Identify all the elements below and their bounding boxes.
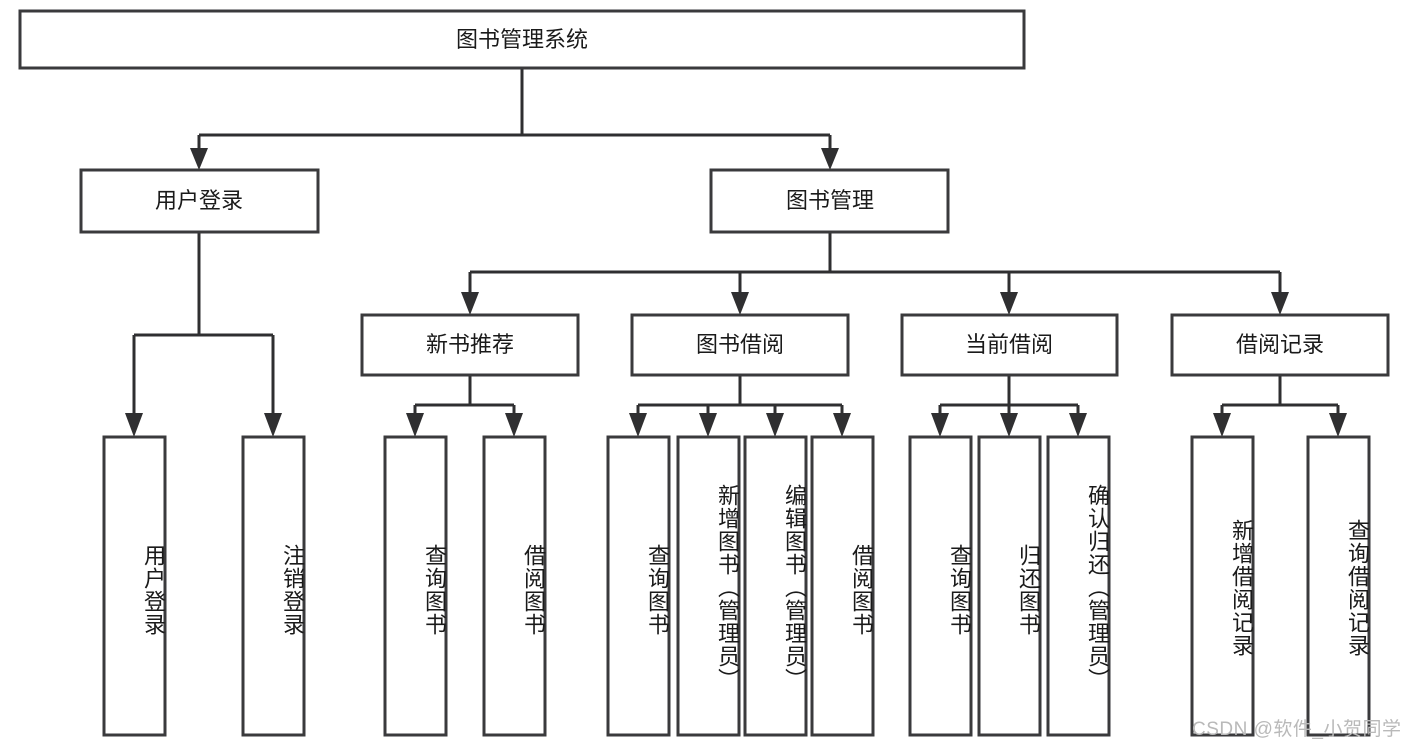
arrow-book-c4 (1271, 292, 1289, 315)
node-borrow-record[interactable]: 借阅记录 (1170, 313, 1390, 377)
arrow-borrow-l2 (699, 413, 717, 437)
arrow-record-l1 (1213, 413, 1231, 437)
leaf-box-user-login-1[interactable] (241, 435, 306, 737)
leaf-box-new-book-0[interactable] (383, 435, 448, 737)
node-book-borrow-label: 图书借阅 (696, 332, 784, 357)
node-borrow-record-label: 借阅记录 (1236, 332, 1324, 357)
node-book-manage-box[interactable] (709, 168, 950, 234)
leaf-box-borrow-record-0[interactable] (1190, 435, 1255, 737)
leaf-box-new-book-1[interactable] (482, 435, 547, 737)
arrow-book-c1 (461, 292, 479, 315)
node-root-box[interactable] (18, 9, 1026, 70)
node-book-borrow[interactable]: 图书借阅 (630, 313, 850, 377)
arrow-borrow-l3 (766, 413, 784, 437)
node-user-login-label: 用户登录 (155, 188, 243, 213)
leaf-box-book-borrow-2[interactable] (743, 435, 808, 737)
arrow-root-to-user (190, 148, 208, 170)
node-current-borrow-box[interactable] (900, 313, 1119, 377)
arrow-newbook-l1 (406, 413, 424, 437)
arrow-user-leaf2 (264, 413, 282, 437)
node-root-label: 图书管理系统 (456, 27, 588, 52)
arrow-root-to-book (821, 148, 839, 170)
connector-group (125, 68, 1347, 437)
node-book-borrow-box[interactable] (630, 313, 850, 377)
leaf-box-current-borrow-0[interactable] (908, 435, 973, 737)
node-root[interactable]: 图书管理系统 (18, 9, 1026, 70)
node-new-book-recommend-box[interactable] (360, 313, 580, 377)
node-borrow-record-box[interactable] (1170, 313, 1390, 377)
leaf-box-book-borrow-1[interactable] (676, 435, 741, 737)
leaf-box-borrow-record-1[interactable] (1306, 435, 1371, 737)
csdn-watermark: CSDN @软件_小贺同学 (1192, 719, 1402, 740)
leaf-box-current-borrow-1[interactable] (977, 435, 1042, 737)
arrow-newbook-l2 (505, 413, 523, 437)
node-new-book-recommend-label: 新书推荐 (426, 332, 514, 357)
node-book-manage[interactable]: 图书管理 (709, 168, 950, 234)
leaf-box-current-borrow-2[interactable] (1046, 435, 1111, 737)
arrow-user-leaf1 (125, 413, 143, 437)
node-new-book-recommend[interactable]: 新书推荐 (360, 313, 580, 377)
node-current-borrow-label: 当前借阅 (965, 332, 1053, 357)
arrow-borrow-l4 (833, 413, 851, 437)
node-book-manage-label: 图书管理 (786, 188, 874, 213)
leaf-box-user-login-0[interactable] (102, 435, 167, 737)
node-user-login-box[interactable] (79, 168, 320, 234)
arrow-current-l2 (1000, 413, 1018, 437)
node-current-borrow[interactable]: 当前借阅 (900, 313, 1119, 377)
leaf-box-book-borrow-3[interactable] (810, 435, 875, 737)
node-user-login[interactable]: 用户登录 (79, 168, 320, 234)
arrow-borrow-l1 (629, 413, 647, 437)
arrow-book-c3 (1000, 292, 1018, 315)
arrow-record-l2 (1329, 413, 1347, 437)
arrow-current-l3 (1069, 413, 1087, 437)
arrow-current-l1 (931, 413, 949, 437)
arrow-book-c2 (731, 292, 749, 315)
leaf-box-book-borrow-0[interactable] (606, 435, 671, 737)
